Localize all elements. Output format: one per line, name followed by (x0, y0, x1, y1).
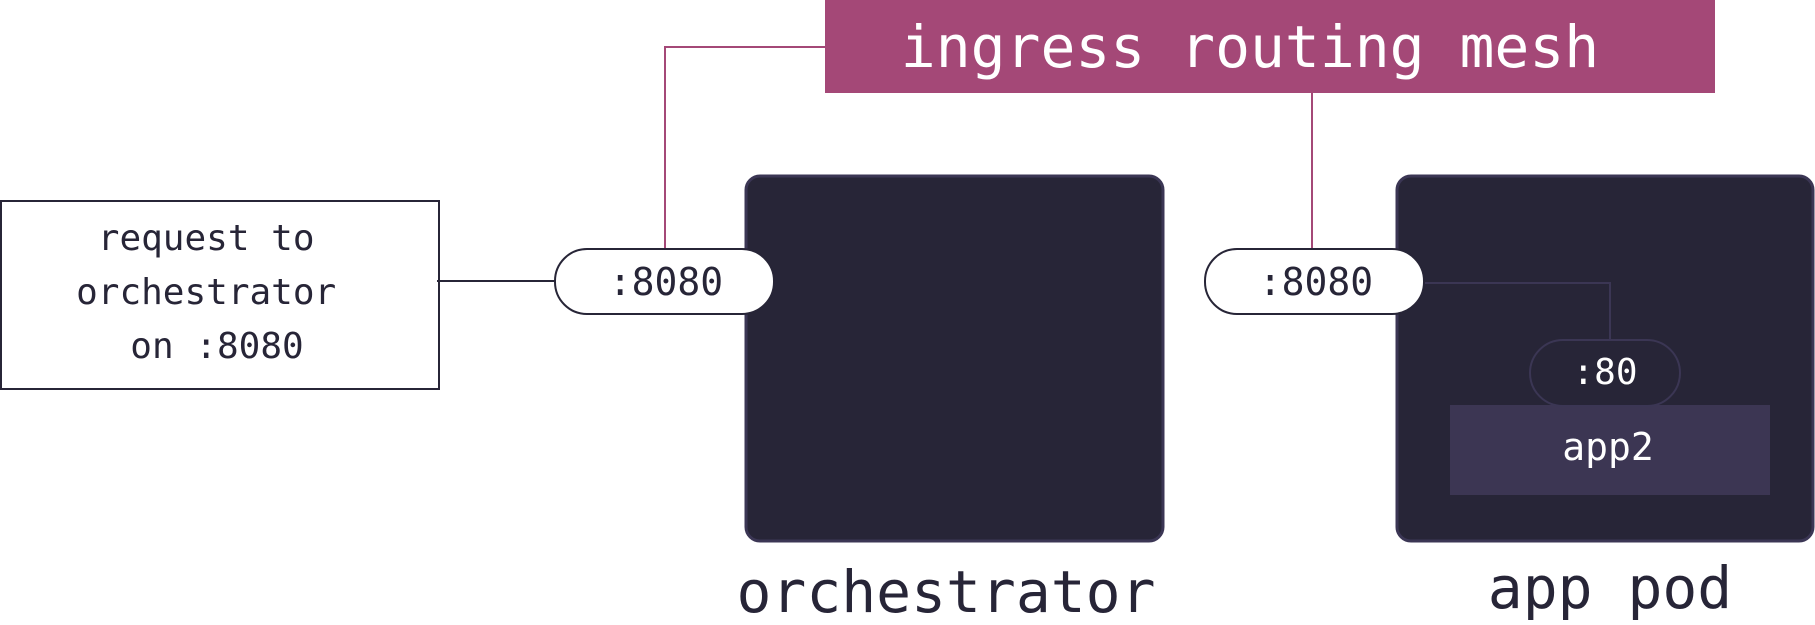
app2-block (1450, 405, 1770, 495)
orchestrator-caption: orchestrator (736, 558, 1155, 625)
app2-port-label: :80 (1572, 352, 1637, 393)
app-pod-port: :8080 (1204, 248, 1425, 315)
mesh-to-orchestrator-port-connector (664, 46, 826, 250)
app-pod-node: app2 :80 app pod (1395, 174, 1815, 622)
orchestrator-node: orchestrator (736, 174, 1165, 625)
app2-port-pill (1529, 339, 1681, 407)
orchestrator-port: :8080 (554, 248, 775, 315)
pod-port-to-app-port-connector (1424, 282, 1611, 345)
orchestrator-box (744, 174, 1165, 543)
app-pod-port-pill (1204, 248, 1425, 315)
request-box-line-2: orchestrator (76, 272, 336, 313)
app-pod-caption: app pod (1488, 554, 1732, 622)
mesh-label: ingress routing mesh (901, 13, 1599, 81)
ingress-routing-mesh: ingress routing mesh (825, 0, 1715, 93)
request-box-line-1: request to (98, 218, 315, 259)
app-pod-port-label: :8080 (1259, 260, 1373, 304)
request-box: request to orchestrator on :8080 (0, 200, 440, 390)
app2-label: app2 (1562, 425, 1654, 469)
mesh-banner (825, 0, 1715, 93)
svg-text:request to orchestrator: request to orchestrator on :8080 (76, 218, 358, 367)
orchestrator-port-pill (554, 248, 775, 315)
orchestrator-port-label: :8080 (609, 260, 723, 304)
request-box-line-3: on :8080 (130, 326, 303, 367)
request-box-frame (0, 200, 440, 390)
